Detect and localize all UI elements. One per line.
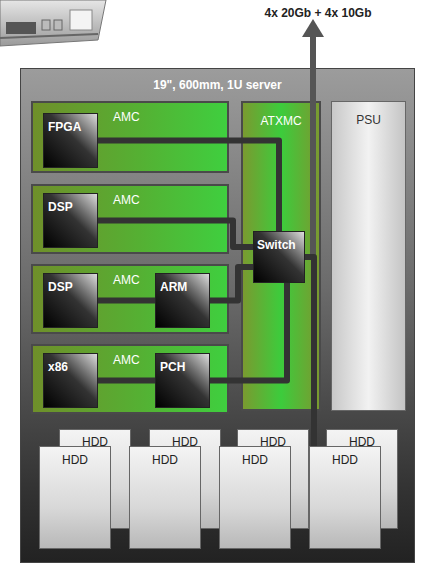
node-label: HDD xyxy=(260,435,286,449)
node-label: DSP xyxy=(48,200,73,214)
hdd-drive: HDD xyxy=(129,446,201,549)
hdd-drive: HDD xyxy=(309,446,381,549)
node-label: FPGA xyxy=(48,120,81,134)
bus-line xyxy=(98,141,279,232)
node-label: AMC xyxy=(113,193,140,207)
switch-chip: Switch xyxy=(253,231,305,283)
bus-line xyxy=(98,221,253,248)
node-label: PCH xyxy=(160,360,185,374)
chip: DSP xyxy=(43,273,98,328)
atxmc-carrier: ATXMC Switch xyxy=(241,101,321,411)
node-label: AMC xyxy=(113,353,140,367)
server-photo xyxy=(0,0,110,50)
bus-line xyxy=(210,267,253,301)
bus-line xyxy=(98,298,155,304)
server-chassis: 19", 600mm, 1U serverAMCFPGAATXMCSwitchP… xyxy=(20,68,415,563)
chip: ARM xyxy=(155,273,210,328)
node-label: ATXMC xyxy=(260,114,301,128)
amc-module: AMC x86 PCH xyxy=(31,344,229,414)
chip: x86 xyxy=(43,353,98,408)
psu-box: PSU xyxy=(331,101,406,411)
chip: PCH xyxy=(155,353,210,408)
node-label: PSU xyxy=(356,113,381,127)
node-label: HDD xyxy=(62,453,88,467)
bus-line xyxy=(305,257,314,446)
amc-module: AMC FPGA xyxy=(31,101,229,173)
node-label: HDD xyxy=(152,453,178,467)
bus-line xyxy=(210,283,287,381)
node-label: HDD xyxy=(332,453,358,467)
node-label: HDD xyxy=(82,435,108,449)
node-label: HDD xyxy=(349,435,375,449)
amc-module: AMC DSP ARM xyxy=(31,264,229,334)
node-label: HDD xyxy=(242,453,268,467)
node-label: ARM xyxy=(160,280,187,294)
hdd-drive: HDD xyxy=(219,446,291,549)
node-label: Switch xyxy=(257,238,296,252)
bus-line xyxy=(98,378,155,384)
chip: DSP xyxy=(43,193,98,248)
bandwidth-label: 4x 20Gb + 4x 10Gb xyxy=(264,6,371,20)
node-label: x86 xyxy=(48,360,68,374)
node-label: 19", 600mm, 1U server xyxy=(153,78,281,92)
chip: FPGA xyxy=(43,113,98,168)
node-label: HDD xyxy=(172,435,198,449)
node-label: AMC xyxy=(113,273,140,287)
hdd-drive: HDD xyxy=(39,446,111,549)
node-label: DSP xyxy=(48,280,73,294)
node-label: AMC xyxy=(113,110,140,124)
amc-module: AMC DSP xyxy=(31,184,229,254)
